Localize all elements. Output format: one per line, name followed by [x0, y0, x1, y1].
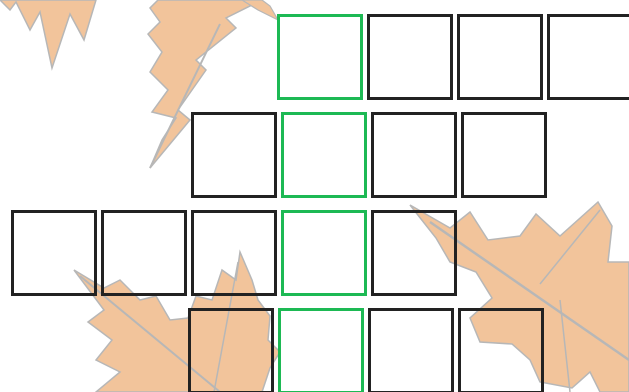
crossword-cell[interactable]: [188, 308, 274, 392]
crossword-cell[interactable]: [547, 14, 629, 100]
crossword-cell[interactable]: [191, 210, 277, 296]
crossword-cell[interactable]: [458, 308, 544, 392]
crossword-cell[interactable]: [368, 308, 454, 392]
crossword-cell[interactable]: [457, 14, 543, 100]
crossword-cell[interactable]: [461, 112, 547, 198]
crossword-cell[interactable]: [371, 112, 457, 198]
crossword-cell[interactable]: [101, 210, 187, 296]
crossword-cell[interactable]: [191, 112, 277, 198]
crossword-cell[interactable]: [11, 210, 97, 296]
crossword-cell[interactable]: [367, 14, 453, 100]
crossword-cell[interactable]: [371, 210, 457, 296]
key-column-cell[interactable]: [277, 14, 363, 100]
autumn-leaf-icon: [242, 0, 278, 20]
autumn-leaf-icon: [0, 0, 96, 68]
key-column-cell[interactable]: [281, 112, 367, 198]
key-column-cell[interactable]: [278, 308, 364, 392]
key-column-cell[interactable]: [281, 210, 367, 296]
